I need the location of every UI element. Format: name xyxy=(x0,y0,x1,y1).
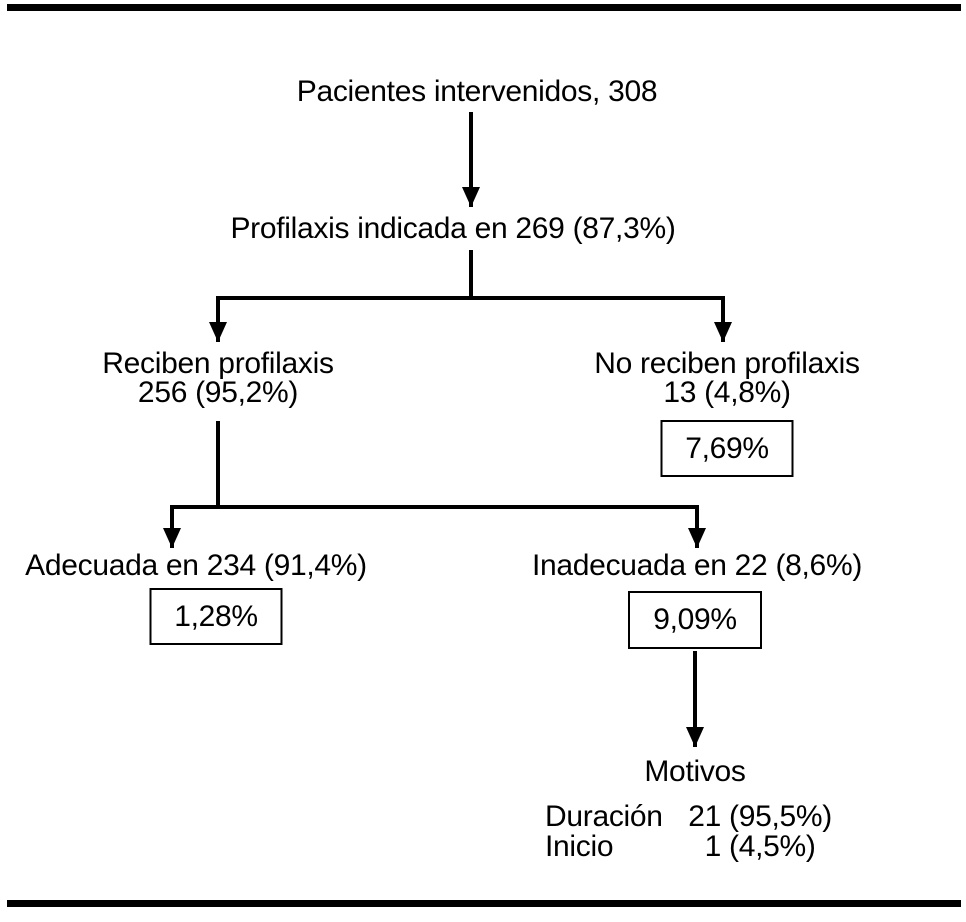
node-receive-prophylaxis-line1: Reciben profilaxis xyxy=(102,347,334,380)
node-no-prophylaxis: No reciben profilaxis 13 (4,8%) xyxy=(594,347,860,409)
node-no-prophylaxis-line2: 13 (4,8%) xyxy=(663,376,791,409)
motivo-pct: (4,5%) xyxy=(729,830,816,863)
top-rule xyxy=(7,4,961,11)
motivo-value: 1 xyxy=(704,830,722,863)
rate-box-adequate: 1,28% xyxy=(149,588,283,645)
motivo-label: Inicio xyxy=(545,830,614,863)
motivo-label: Duración xyxy=(545,800,663,833)
node-no-prophylaxis-line1: No reciben profilaxis xyxy=(594,347,860,380)
node-prophylaxis-indicated: Profilaxis indicada en 269 (87,3%) xyxy=(230,212,676,245)
node-receive-prophylaxis: Reciben profilaxis 256 (95,2%) xyxy=(102,347,334,409)
rate-box-inadequate: 9,09% xyxy=(628,591,762,649)
bottom-rule xyxy=(7,900,961,907)
motivo-row: Inicio 1 (4,5%) xyxy=(545,832,832,862)
motivos-title: Motivos xyxy=(644,755,746,788)
node-patients-total: Pacientes intervenidos, 308 xyxy=(296,75,658,108)
motivo-row: Duración 21 (95,5%) xyxy=(545,802,832,832)
motivos-list: Duración 21 (95,5%) Inicio 1 (4,5%) xyxy=(545,802,832,862)
rate-box-no-prophylaxis: 7,69% xyxy=(660,420,794,477)
motivo-value: 21 xyxy=(688,800,721,833)
node-inadequate: Inadecuada en 22 (8,6%) xyxy=(531,549,863,582)
motivo-pct: (95,5%) xyxy=(729,800,832,833)
node-receive-prophylaxis-line2: 256 (95,2%) xyxy=(137,376,299,409)
node-adequate: Adecuada en 234 (91,4%) xyxy=(25,549,367,582)
